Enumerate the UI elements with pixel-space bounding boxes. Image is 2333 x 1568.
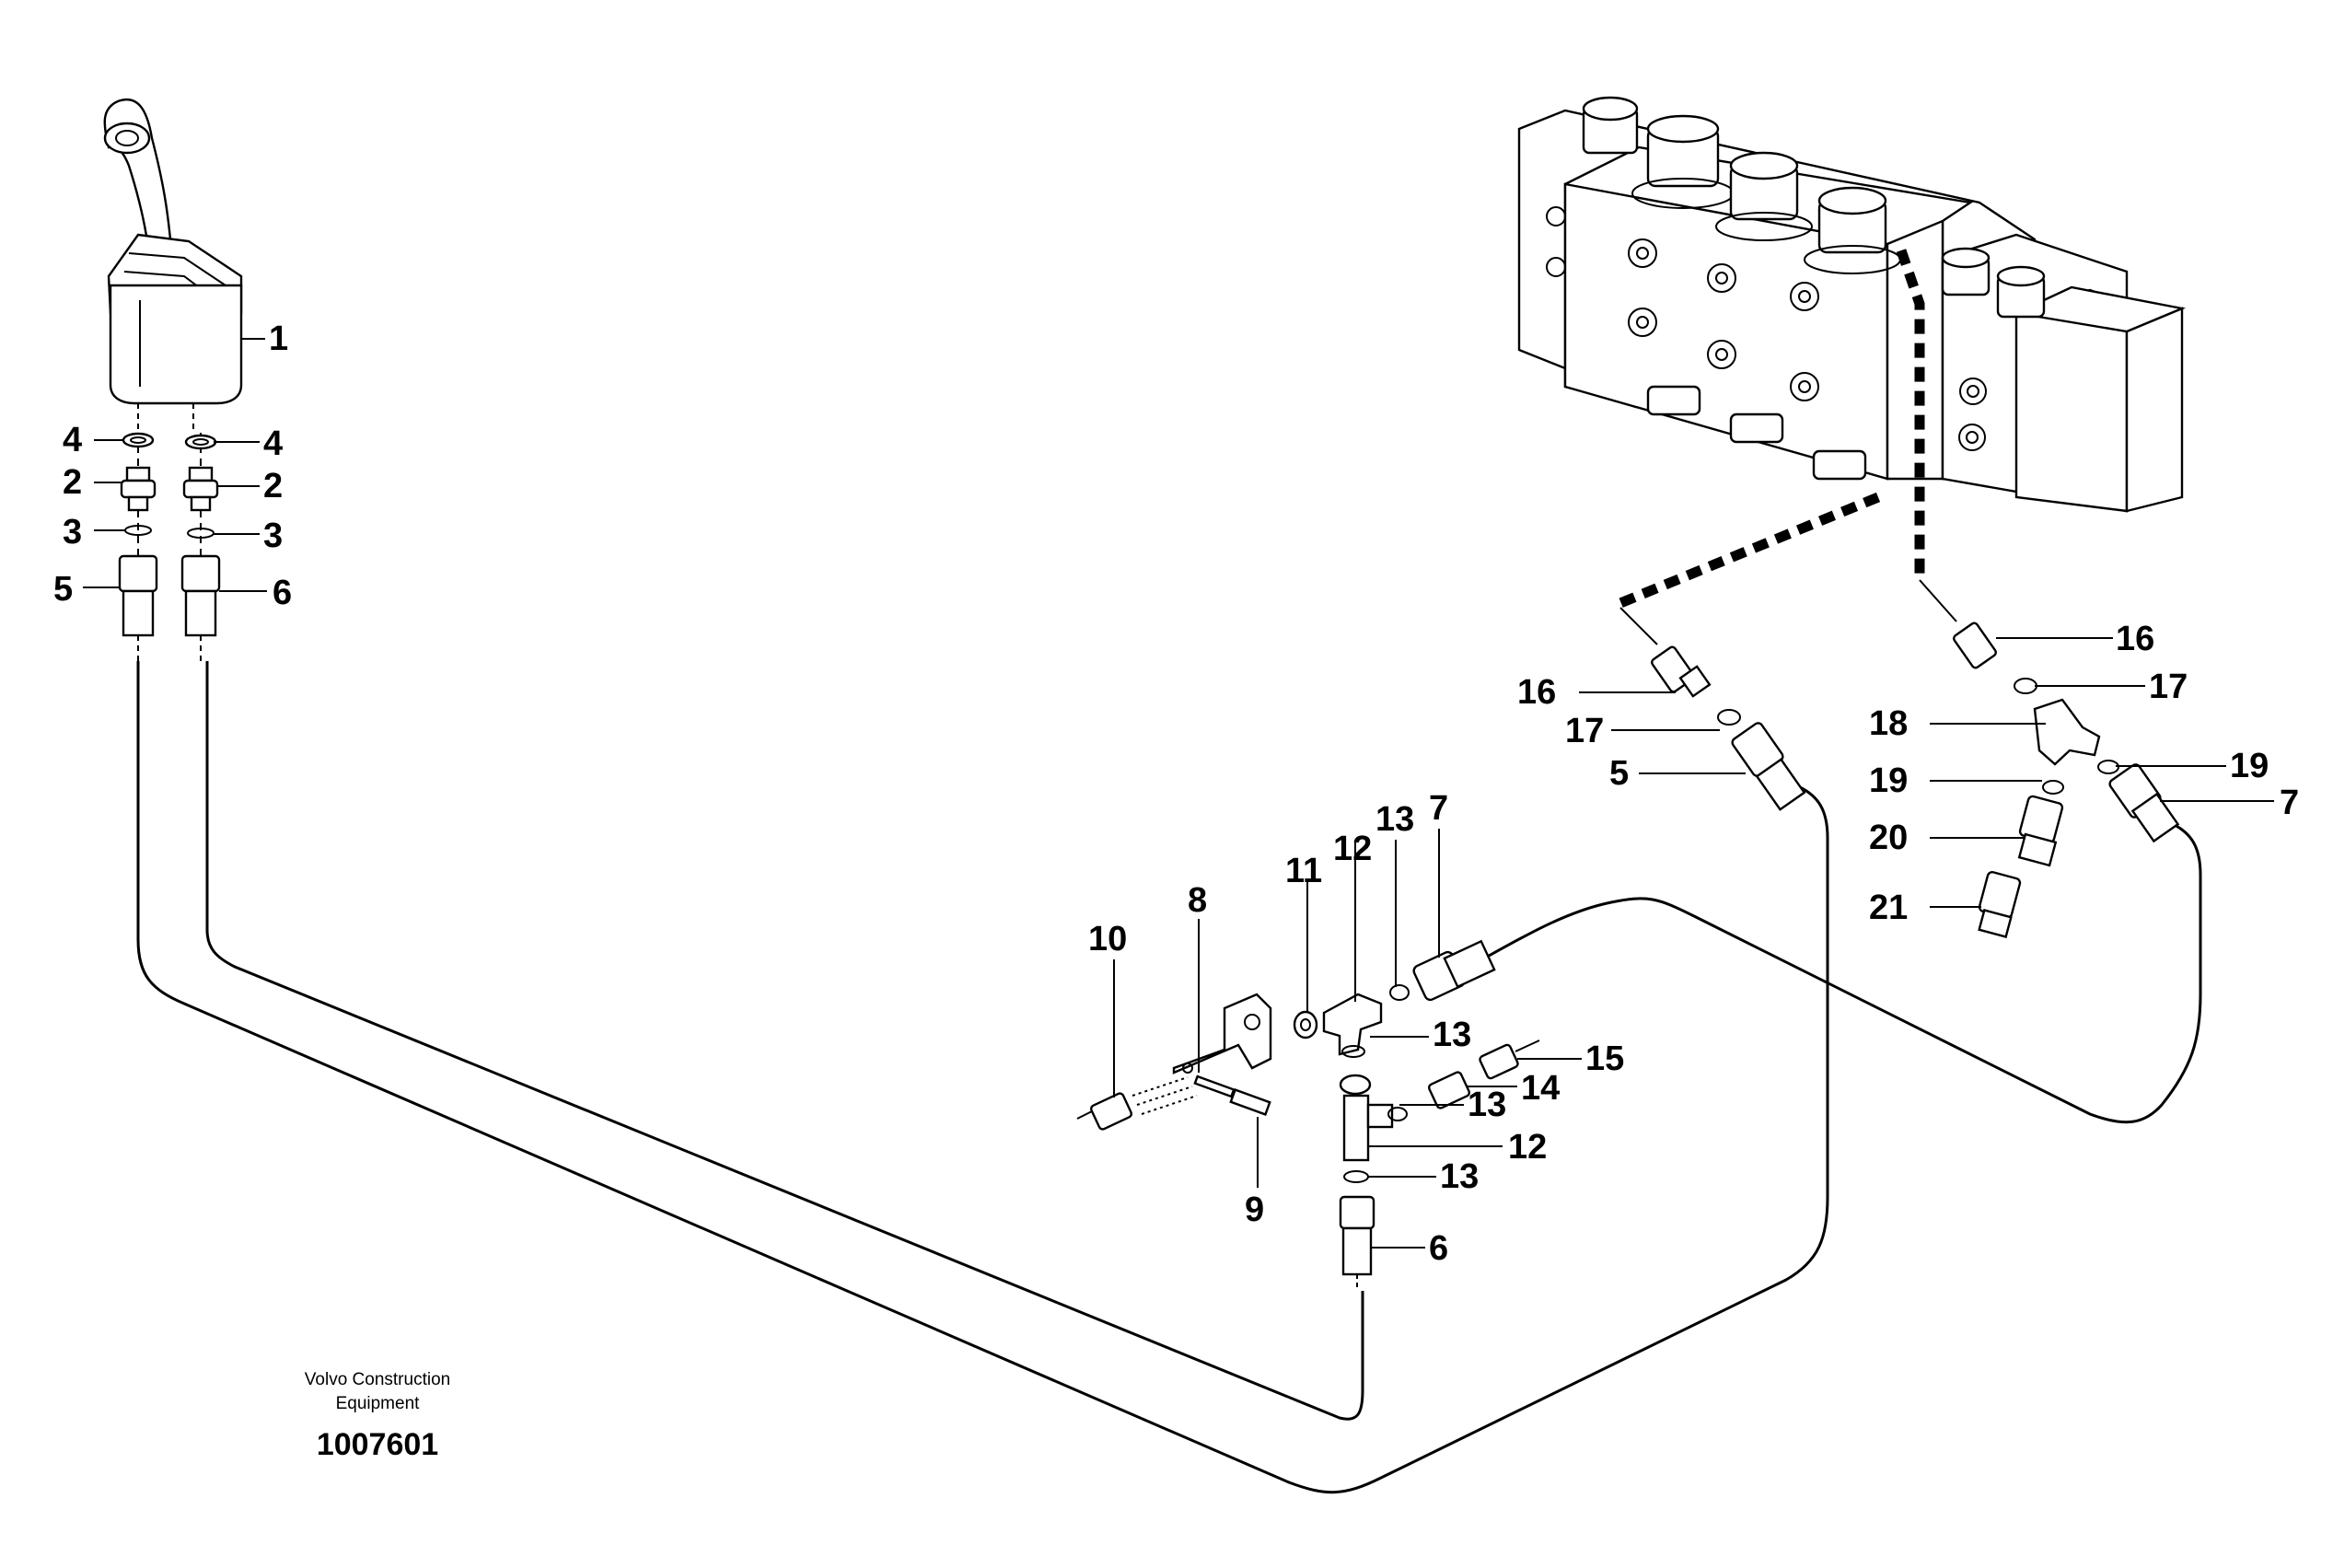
fitting-stack-left xyxy=(118,432,158,661)
callout-1: 1 xyxy=(269,319,288,358)
callout-2a: 2 xyxy=(63,463,82,502)
callout-4b: 4 xyxy=(263,424,283,463)
callout-8: 8 xyxy=(1188,881,1207,920)
brand-line-1: Volvo Construction xyxy=(305,1370,450,1389)
callout-17a: 17 xyxy=(1565,712,1604,750)
pilot-line-right xyxy=(1896,249,1925,580)
callout-19b: 19 xyxy=(2230,747,2269,785)
callout-9: 9 xyxy=(1245,1191,1264,1229)
callout-4a: 4 xyxy=(63,421,82,459)
callout-17b: 17 xyxy=(2149,668,2188,706)
callout-7a: 7 xyxy=(2280,784,2299,822)
leader-lines xyxy=(83,338,2274,1249)
callout-16a: 16 xyxy=(1517,673,1556,712)
callout-12b: 12 xyxy=(1508,1128,1547,1167)
pilot-line-left xyxy=(1618,492,1881,609)
hose-lines xyxy=(136,661,2202,1494)
callout-6a: 6 xyxy=(273,574,292,612)
callout-11: 11 xyxy=(1285,852,1322,890)
callout-7b: 7 xyxy=(1429,789,1448,828)
brand-line-2: Equipment xyxy=(336,1394,421,1413)
joystick-control-icon xyxy=(103,99,243,433)
control-valve-block-icon xyxy=(1517,96,2187,513)
fitting-stack-right xyxy=(180,433,221,661)
connector-group-right xyxy=(1919,579,2180,938)
callout-20: 20 xyxy=(1869,819,1908,857)
callout-21: 21 xyxy=(1869,889,1908,927)
footer: Volvo Construction Equipment 1007601 xyxy=(305,1370,450,1462)
callout-14: 14 xyxy=(1521,1069,1560,1108)
callout-labels: 1 4 4 2 2 3 3 5 6 16 17 5 16 17 18 19 19… xyxy=(53,319,2299,1268)
document-id: 1007601 xyxy=(317,1427,438,1462)
callout-15: 15 xyxy=(1585,1040,1624,1078)
callout-5b: 5 xyxy=(1609,754,1629,793)
callout-18: 18 xyxy=(1869,704,1908,743)
callout-13c: 13 xyxy=(1468,1086,1506,1124)
callout-16b: 16 xyxy=(2116,620,2154,658)
callout-2b: 2 xyxy=(263,467,283,505)
callout-6b: 6 xyxy=(1429,1229,1448,1268)
callout-5a: 5 xyxy=(53,570,73,609)
callout-3b: 3 xyxy=(263,517,283,555)
callout-13d: 13 xyxy=(1440,1157,1479,1196)
callout-3a: 3 xyxy=(63,513,82,552)
callout-12a: 12 xyxy=(1333,830,1372,868)
callout-10: 10 xyxy=(1088,920,1127,958)
callout-19a: 19 xyxy=(1869,761,1908,800)
callout-13a: 13 xyxy=(1375,800,1414,839)
callout-13b: 13 xyxy=(1433,1016,1471,1054)
connector-group-left xyxy=(1619,607,1806,811)
